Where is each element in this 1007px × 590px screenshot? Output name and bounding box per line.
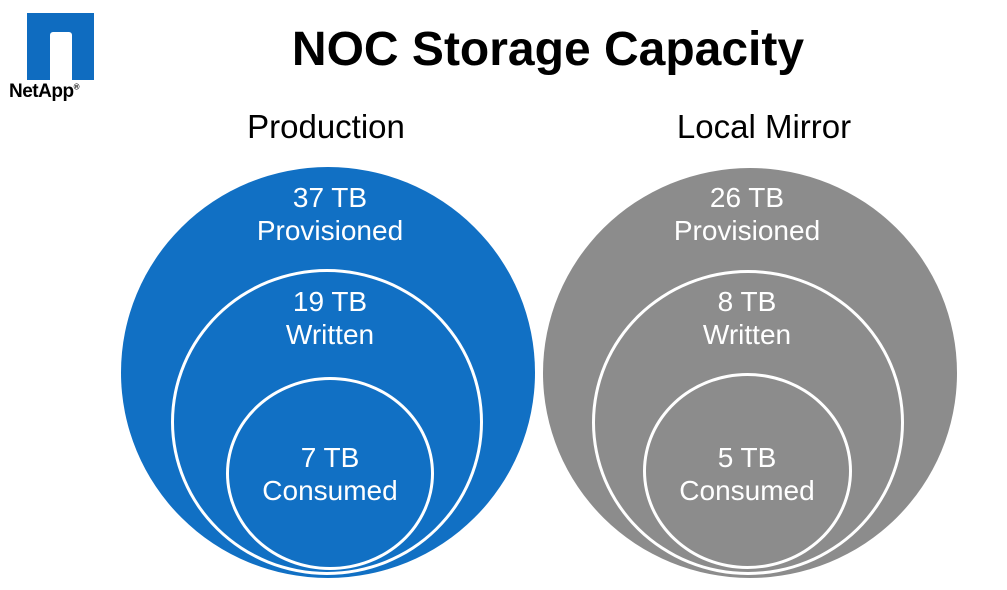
page-title: NOC Storage Capacity bbox=[291, 23, 805, 76]
provisioned-metric: Provisioned bbox=[673, 215, 821, 246]
consumed-metric: Consumed bbox=[262, 475, 398, 506]
registered-trademark: ® bbox=[73, 82, 80, 92]
provisioned-value: 26 TB bbox=[709, 182, 785, 213]
consumed-value: 7 TB bbox=[300, 442, 360, 473]
written-value: 8 TB bbox=[717, 286, 777, 317]
netapp-logo-arch bbox=[50, 32, 72, 80]
local-mirror-provisioned-label: 26 TB Provisioned bbox=[674, 181, 820, 247]
provisioned-value: 37 TB bbox=[292, 182, 368, 213]
written-value: 19 TB bbox=[292, 286, 368, 317]
provisioned-metric: Provisioned bbox=[256, 215, 404, 246]
netapp-wordmark: NetApp® bbox=[9, 81, 80, 103]
consumed-metric: Consumed bbox=[679, 475, 815, 506]
netapp-logo: NetApp® bbox=[0, 0, 120, 105]
netapp-wordmark-text: NetApp bbox=[9, 81, 74, 102]
production-inner-ring bbox=[226, 377, 434, 570]
netapp-logo-icon bbox=[27, 13, 94, 80]
written-metric: Written bbox=[285, 319, 375, 350]
production-middle-ring bbox=[171, 269, 483, 575]
local-mirror-middle-ring bbox=[592, 270, 904, 575]
local-mirror-consumed-label: 5 TB Consumed bbox=[679, 441, 814, 507]
production-provisioned-label: 37 TB Provisioned bbox=[257, 181, 403, 247]
local-mirror-inner-ring bbox=[643, 373, 852, 569]
consumed-value: 5 TB bbox=[717, 442, 777, 473]
written-metric: Written bbox=[702, 319, 792, 350]
production-written-label: 19 TB Written bbox=[286, 285, 374, 351]
production-heading: Production bbox=[247, 108, 405, 145]
local-mirror-heading: Local Mirror bbox=[676, 108, 852, 145]
production-consumed-label: 7 TB Consumed bbox=[262, 441, 397, 507]
local-mirror-written-label: 8 TB Written bbox=[703, 285, 791, 351]
